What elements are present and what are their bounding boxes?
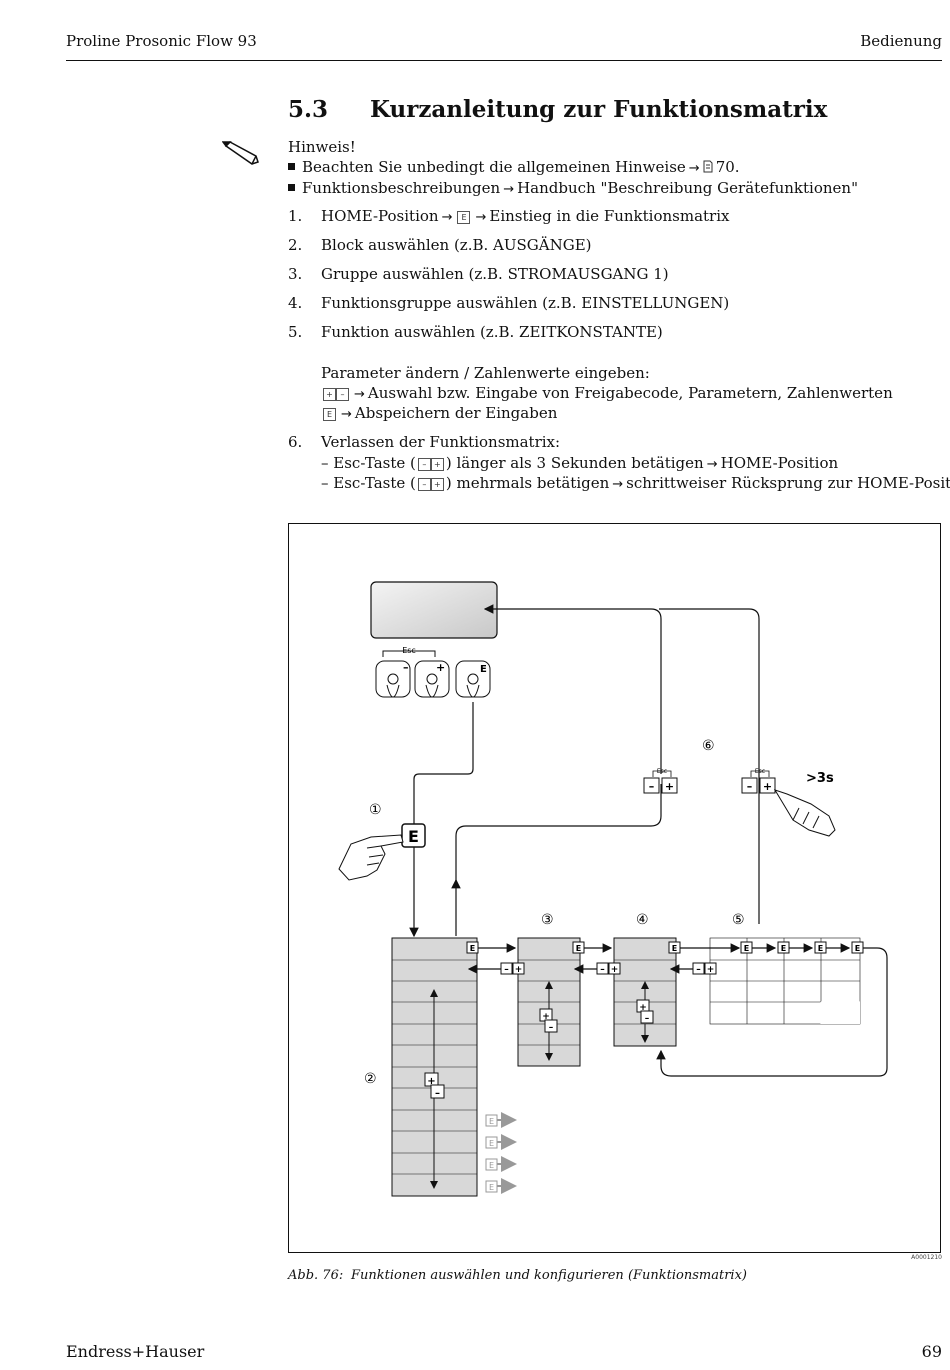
svg-text:E: E (489, 1183, 494, 1192)
svg-text:E: E (744, 944, 749, 953)
svg-text:E: E (408, 827, 419, 846)
minus-key-icon: – (417, 478, 431, 491)
svg-text:+: + (611, 965, 619, 975)
svg-text:+: + (427, 1076, 435, 1087)
svg-text:+: + (707, 965, 715, 975)
step-5-text: Funktion auswählen (z.B. ZEITKONSTANTE) (321, 323, 663, 341)
parameter-line-2: E→Abspeichern der Eingaben (321, 403, 557, 425)
svg-text:–: – (649, 780, 655, 793)
step-6-line-2: – Esc-Taste (–+) mehrmals betätigen→schr… (321, 474, 950, 492)
plus-key-icon: + (430, 478, 444, 491)
step-marker-6: ⑥ (702, 738, 715, 754)
back-navigation-arrows: – + – + – + (467, 962, 717, 975)
svg-text:E: E (781, 944, 786, 953)
pencil-note-icon (222, 141, 259, 165)
figure-caption-label: Abb. 76: (288, 1268, 344, 1283)
minus-key-icon: – (417, 458, 431, 471)
header-divider (66, 60, 942, 61)
keypad: Esc – + E (375, 646, 491, 698)
header-document-title: Proline Prosonic Flow 93 (66, 32, 257, 50)
step-1-number: 1. (288, 207, 303, 225)
figure-frame: Esc – + E E ① (288, 523, 941, 1253)
svg-text:+: + (639, 1003, 647, 1013)
svg-text:E: E (489, 1117, 494, 1126)
svg-text:Esc: Esc (657, 768, 667, 775)
enter-key-icon: E (457, 211, 471, 224)
footer-page-number: 69 (921, 1342, 942, 1361)
hold-duration-label: >3s (806, 771, 834, 786)
group-column: + – (517, 937, 581, 1067)
note-bullet-2: Funktionsbeschreibungen→Handbuch "Beschr… (288, 178, 858, 200)
step-6-line-1: – Esc-Taste (–+) länger als 3 Sekunden b… (321, 454, 839, 472)
svg-text:–: – (645, 1014, 650, 1024)
enter-key-large (401, 823, 426, 848)
svg-text:E: E (489, 1139, 494, 1148)
step-marker-4: ④ (636, 912, 649, 928)
step-3-text: Gruppe auswählen (z.B. STROMAUSGANG 1) (321, 265, 669, 283)
step-marker-1: ① (369, 802, 382, 818)
esc-key-pair-1: Esc – + (643, 768, 678, 794)
section-title: Kurzanleitung zur Funktionsmatrix (370, 96, 828, 123)
hand-pressing-icon (338, 834, 404, 881)
step-marker-3: ③ (541, 912, 554, 928)
minus-key-icon: – (336, 388, 349, 401)
plus-key-icon: + (323, 388, 336, 401)
function-group-column: + – (613, 937, 677, 1047)
step-3-number: 3. (288, 265, 303, 283)
svg-text:+: + (763, 780, 772, 793)
svg-text:E: E (672, 944, 677, 953)
svg-text:–: – (696, 965, 701, 975)
svg-text:E: E (480, 664, 487, 675)
step-marker-2: ② (364, 1071, 377, 1087)
step-1-text: HOME-Position→E→Einstieg in die Funktion… (321, 207, 730, 225)
svg-text:+: + (515, 965, 523, 975)
footer-company: Endress+Hauser (66, 1342, 205, 1361)
enter-key-icon: E (323, 408, 336, 421)
page-reference-icon (703, 160, 713, 173)
function-matrix-diagram: Esc – + E E ① (338, 581, 888, 1197)
ghost-enter-arrows: E E E E (485, 1112, 517, 1194)
block-column: + – (391, 937, 478, 1197)
step-5-number: 5. (288, 323, 303, 341)
svg-text:–: – (600, 965, 605, 975)
svg-text:+: + (665, 780, 674, 793)
svg-text:Esc: Esc (755, 768, 765, 775)
svg-text:E: E (855, 944, 860, 953)
hand-pressing-icon (773, 789, 836, 837)
parameter-title: Parameter ändern / Zahlenwerte eingeben: (321, 364, 650, 382)
svg-text:+: + (436, 661, 445, 674)
section-number: 5.3 (288, 96, 329, 123)
svg-text:E: E (470, 944, 475, 953)
step-2-text: Block auswählen (z.B. AUSGÄNGE) (321, 236, 592, 254)
header-chapter: Bedienung (860, 32, 942, 50)
figure-caption-text: Funktionen auswählen und konfigurieren (… (351, 1268, 747, 1283)
step-6-number: 6. (288, 433, 303, 451)
plus-key-icon: + (430, 458, 444, 471)
svg-text:–: – (504, 965, 509, 975)
svg-text:E: E (489, 1161, 494, 1170)
svg-text:–: – (747, 780, 753, 793)
svg-text:+: + (542, 1012, 550, 1022)
svg-text:–: – (435, 1088, 440, 1099)
lcd-display (370, 581, 498, 639)
esc-key-pair-2: Esc – + (741, 768, 776, 794)
step-6-text: Verlassen der Funktionsmatrix: (321, 433, 561, 451)
esc-label: Esc (402, 646, 416, 655)
svg-text:–: – (403, 661, 409, 674)
figure-code: A0001210 (911, 1254, 942, 1261)
note-bullet-1: Beachten Sie unbedingt die allgemeinen H… (288, 157, 740, 179)
step-4-text: Funktionsgruppe auswählen (z.B. EINSTELL… (321, 294, 730, 312)
svg-text:E: E (818, 944, 823, 953)
step-4-number: 4. (288, 294, 303, 312)
svg-text:–: – (549, 1023, 554, 1033)
step-marker-5: ⑤ (732, 912, 745, 928)
step-2-number: 2. (288, 236, 303, 254)
parameter-line-1: +–→Auswahl bzw. Eingabe von Freigabecode… (321, 383, 893, 405)
note-label: Hinweis! (288, 138, 356, 156)
svg-text:E: E (576, 944, 581, 953)
